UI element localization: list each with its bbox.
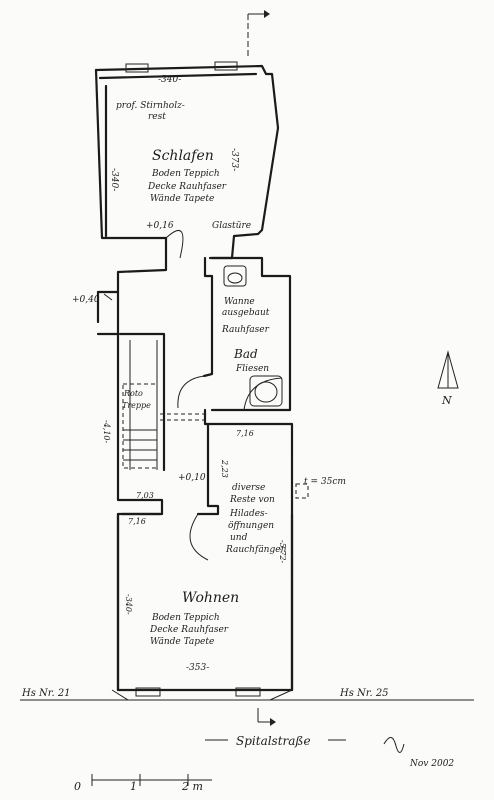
wohnen-ceiling: Decke Rauhfaser <box>149 625 229 635</box>
scale-bar <box>91 774 212 786</box>
glass-door-label: Glastüre <box>212 221 251 231</box>
room-name-bad: Bad <box>233 347 258 361</box>
signature-date: Nov 2002 <box>409 759 454 769</box>
schlafen-walls: Wände Tapete <box>150 194 214 204</box>
level-bad: 7,16 <box>236 429 254 438</box>
level-hall: +0,10 <box>178 473 206 483</box>
note-line-6: Rauchfängen <box>225 545 287 555</box>
dim-right-wohnen: -5,72- <box>278 540 287 564</box>
bath-tiles: Fliesen <box>235 364 269 374</box>
left-annex <box>96 290 113 324</box>
bath-tub: Wanne <box>224 297 255 307</box>
dim-top-width: -340- <box>158 75 181 85</box>
note-line-3: Hilades- <box>229 509 268 519</box>
north-label: N <box>441 394 452 407</box>
bath-ceiling: Rauhfaser <box>221 325 270 335</box>
bath-fixtures <box>223 265 283 407</box>
profile-note-1: prof. Stirnholz- <box>116 101 185 111</box>
stair-label-1: Roto <box>123 389 143 398</box>
dim-small-2: 7,16 <box>128 517 146 526</box>
street-line <box>20 699 474 741</box>
wohnen-floor: Boden Teppich <box>151 613 220 623</box>
signature-mark <box>383 737 405 753</box>
scale-label-0: 0 <box>74 780 81 793</box>
room-schlafen-walls <box>94 61 280 260</box>
street-name: Spitalstraße <box>236 734 311 748</box>
note-line-4: öffnungen <box>228 521 274 531</box>
room-name-schlafen: Schlafen <box>152 148 214 164</box>
dim-small-3: 2,23 <box>220 459 229 478</box>
schlafen-floor: Boden Teppich <box>151 169 220 179</box>
level-left: +0,40 <box>72 295 100 305</box>
dim-right-schlafen: -373- <box>229 148 239 171</box>
dim-bottom-width: -353- <box>186 663 209 673</box>
north-arrow <box>437 350 459 389</box>
bath-tub-2: ausgebaut <box>222 308 270 318</box>
schlafen-ceiling: Decke Rauhfaser <box>147 182 227 192</box>
dim-small-1: 7,03 <box>136 491 154 500</box>
wall-thickness: t = 35cm <box>304 477 346 487</box>
neighbor-left: Hs Nr. 21 <box>21 688 71 699</box>
section-marker-top <box>247 10 270 56</box>
chimney-remains <box>291 456 309 580</box>
dim-left-stair: -4,10- <box>102 420 111 444</box>
level-schlafen: +0,16 <box>146 221 174 231</box>
dim-left-schlafen: -340- <box>109 168 119 191</box>
glass-door-swing <box>165 230 184 259</box>
note-line-2: Reste von <box>229 495 275 505</box>
room-name-wohnen: Wohnen <box>182 590 239 606</box>
wohnen-walls: Wände Tapete <box>150 637 214 647</box>
stair-label-2: Treppe <box>122 401 151 410</box>
scale-label-2: 2 m <box>181 780 203 793</box>
note-line-1: diverse <box>232 483 265 493</box>
note-line-5: und <box>230 533 248 543</box>
dim-left-wohnen: -340- <box>124 594 133 615</box>
neighbor-right: Hs Nr. 25 <box>339 688 389 699</box>
profile-note-2: rest <box>148 112 166 122</box>
scale-label-1: 1 <box>130 780 137 793</box>
